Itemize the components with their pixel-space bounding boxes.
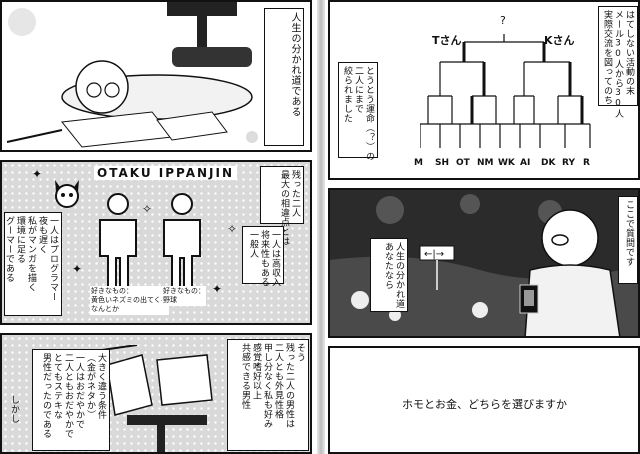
bracket-name-label: WK <box>498 158 515 168</box>
bracket-name-row: M SH OT NM WK AI DK RY R <box>414 158 604 172</box>
right-panel-2: ←|→ ここで質問です 人生の分かれ道 あなたなら <box>328 188 640 338</box>
bracket-name-label: OT <box>456 158 470 168</box>
tournament-bracket <box>420 34 591 148</box>
caption-however: しかし <box>9 395 19 424</box>
caption-crossroads-you: 人生の分かれ道 あなたなら <box>370 238 408 312</box>
caption-biggest-difference: 残った二人 最大の相違点とは <box>260 166 304 246</box>
right-panel-1: はてしない活動の末 メール30人から30人 実際交流を図ってのち とうとう運命（… <box>328 0 640 180</box>
final-question-mark: ? <box>500 14 506 27</box>
left-panel-2: OTAKU IPPANJIN ✦ ✧ ✦ ✧ ✦ 残った二人 最大の相違点とは … <box>0 160 312 325</box>
otaku-ippanjin-title: OTAKU IPPANJIN <box>94 166 238 180</box>
label-k-san: Kさん <box>544 34 575 47</box>
desk-with-books-art <box>101 345 213 452</box>
sparkle-icon: ✦ <box>72 262 83 276</box>
otaku-preferences: 好きなもの： 黄色いネズミの出てくる なんとか <box>90 286 169 315</box>
sparkle-icon: ✦ <box>212 282 223 296</box>
caption-two-men: そう 残った二人の男性は 二人とも外見性格 甲し分なく私も好み 感覚嗜好以上 共… <box>227 339 309 451</box>
sparkle-icon: ✧ <box>142 202 153 216</box>
bracket-name-label: AI <box>520 158 531 168</box>
right-panel-3: ホモとお金、どちらを選びますか <box>328 346 640 454</box>
bracket-name-label: SH <box>435 158 450 168</box>
bracket-name-label: R <box>583 158 590 168</box>
caption-programmer: 一人はプログラマー 夜も遅く 私がマンガを描く 環境に足る グーマーである <box>4 212 62 316</box>
ippanjin-figure-silhouette <box>163 193 201 289</box>
svg-text:←|→: ←|→ <box>424 249 444 260</box>
caption-crossroads: 人生の分かれ道である <box>264 8 304 146</box>
choice-question-text: ホモとお金、どちらを選びますか <box>402 398 567 411</box>
bracket-name-label: DK <box>541 158 556 168</box>
bracket-name-label: M <box>414 158 423 168</box>
sparkle-icon: ✧ <box>227 222 238 236</box>
caption-narrowed-down: とうとう運命（？）の 二人にまで 絞られました <box>338 62 378 161</box>
sparkle-icon: ✦ <box>32 167 43 181</box>
caption-question: ここで質問です <box>618 196 638 284</box>
label-t-san: Tさん <box>432 34 462 47</box>
ippanjin-preferences: 好きなもの： 野球 <box>162 286 206 306</box>
bracket-name-label: RY <box>562 158 575 168</box>
sleeping-figure-art <box>2 2 310 150</box>
mascot-face-icon <box>55 180 79 208</box>
caption-activity: はてしない活動の末 メール30人から30人 実際交流を図ってのち <box>598 6 638 119</box>
otaku-figure-silhouette <box>99 193 137 289</box>
left-panel-3: そう 残った二人の男性は 二人とも外見性格 甲し分なく私も好み 感覚嗜好以上 共… <box>0 333 312 454</box>
page-gutter <box>317 0 325 454</box>
left-panel-1: 人生の分かれ道である <box>0 0 312 152</box>
bracket-name-label: NM <box>477 158 494 168</box>
caption-big-difference: 大きく違う条件 （金がネタか） 一人はおだやかで 二人ともおだやかで とてもステ… <box>32 349 110 451</box>
caption-ippanjin: 一人は高収入 将来性もある 一般人 <box>242 226 284 287</box>
